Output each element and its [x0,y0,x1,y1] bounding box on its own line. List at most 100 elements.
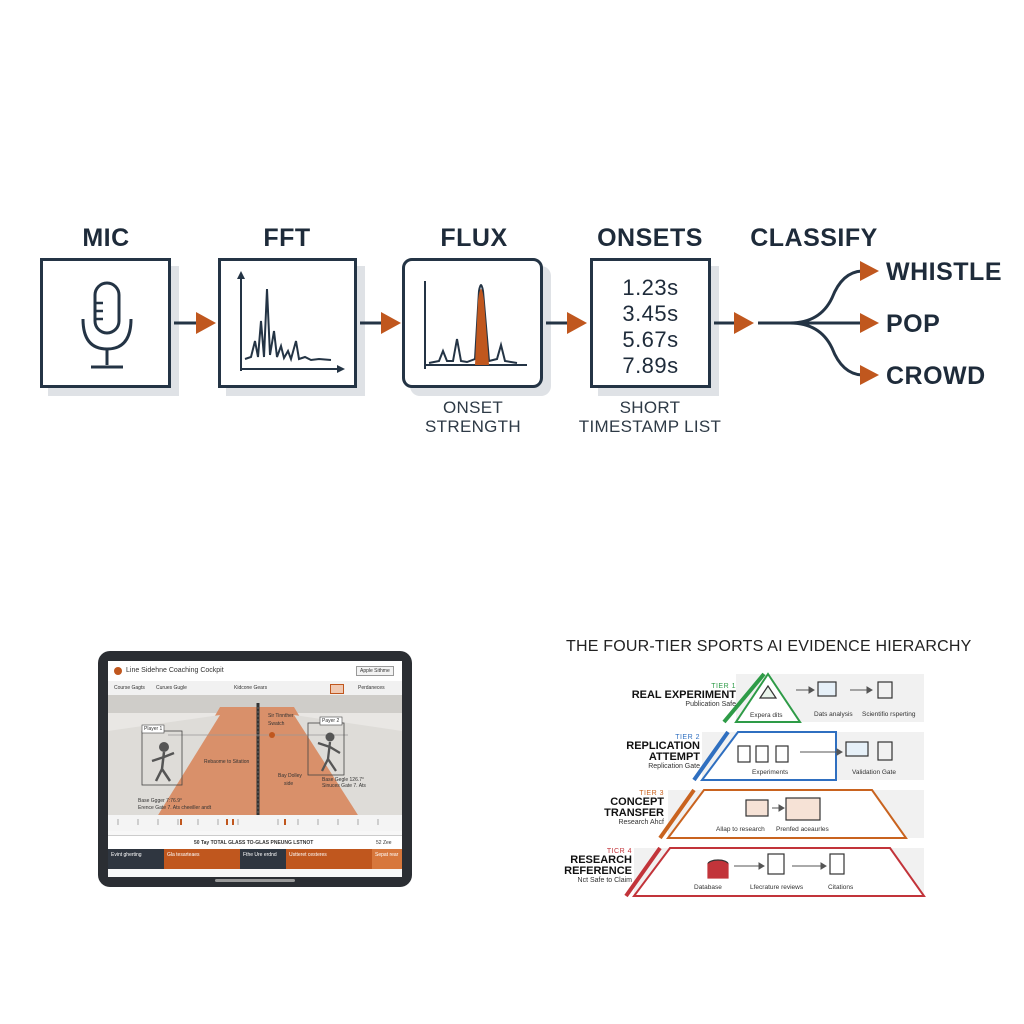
step-label: Allap to research [716,826,765,833]
chart-screen-icon [817,681,837,697]
papers-icon [767,853,785,875]
spectrum-plot-icon [237,271,345,373]
citation-icon [829,853,845,875]
network-icon [758,684,778,699]
player-1-label: Player 1 [144,726,163,732]
onsets-box: 1.23s 3.45s 5.67s 7.89s [590,258,711,388]
tier-3-label: TIER 3 CONCEPT TRANSFER Research Ahcf [566,790,664,826]
arrow-head-icon [734,312,754,334]
flux-caption: ONSET STRENGTH [373,398,573,436]
tier-name: ATTEMPT [648,751,700,763]
tier-subtitle: Replication Gate [648,763,700,770]
tier-name: TRANSFER [604,807,664,819]
court-note: Sir Tinnther [268,713,294,719]
tier-number: TIER 1 [711,683,736,690]
tier-2-label: TIER 2 REPLICATION ATTEMPT Replication G… [566,734,700,770]
tier-name: REFERENCE [564,865,632,877]
step-label: Expera dits [750,712,783,719]
app-title: Line Sidehne Coaching Cockpit [126,667,224,674]
video-toggle-icon[interactable] [330,684,344,694]
banner-right: 52 Zee [376,840,392,846]
step-label: Dats analysis [814,711,853,718]
apple-sithme-button[interactable]: Apple Sithme [356,666,394,676]
coaching-cockpit-screen: Line Sidehne Coaching Cockpit Apple Sith… [108,661,402,877]
player-2-stat: Base Gegle 126.7° [322,777,365,783]
evidence-pyramid [624,672,926,898]
checklist-icon [877,741,893,761]
footer-cell[interactable]: Fthe Ure erdnd [240,849,286,869]
footer-cell[interactable]: Evint gherting [108,849,164,869]
step-label: Lfecrature reviews [750,884,804,891]
toolbar-item[interactable]: Curues Gugle [156,685,187,691]
tier-name: REPLICATION [626,740,700,752]
step-label: Validation Gate [852,769,896,776]
app-header: Line Sidehne Coaching Cockpit Apple Sith… [108,661,402,682]
court-note: Bay Dolley [278,773,302,779]
footer-cell[interactable]: Sepat rear [372,849,402,869]
onset-curve-icon [424,281,527,369]
document-icon [755,745,769,763]
toolbar-item[interactable]: Perdaneces [358,685,385,691]
stage-title-fft: FFT [263,224,311,252]
player-2-stat: Sinuces Gate 7. Ats [322,783,366,789]
fft-box [218,258,357,388]
court-scene [108,695,402,831]
tier-name: REAL EXPERIMENT [631,689,736,701]
tier-number: TIER 2 [675,734,700,741]
timestamp: 5.67s [622,327,679,352]
player-1-stat: Base Ggger 7:76.9° [138,798,182,804]
flux-caption-line2: STRENGTH [425,417,521,436]
flux-box [402,258,543,388]
banner-text: 50 Tay TOTAL GLASS TO-GLAS PNEUNG LSTNOT [194,840,314,846]
mic-box [40,258,171,388]
pyramid-title: THE FOUR-TIER SPORTS AI EVIDENCE HIERARC… [566,638,972,655]
output-label-crowd: CROWD [886,362,986,390]
toolbar-item[interactable]: Course Gagts [114,685,145,691]
summary-banner: 50 Tay TOTAL GLASS TO-GLAS PNEUNG LSTNOT… [108,835,402,850]
player-2-label: Payer 2 [322,718,340,724]
footer-metrics: Evint gherting Gla tesarteaes Fthe Ure e… [108,849,402,869]
court-note: Swatch [268,721,285,727]
arrow-head-icon [860,365,879,385]
tablet-device: Line Sidehne Coaching Cockpit Apple Sith… [98,651,412,887]
court-note: side [284,781,294,787]
toolbar-item[interactable]: Kidcone Gears [234,685,268,691]
step-label: Experiments [752,769,789,776]
timestamp-list: 1.23s 3.45s 5.67s 7.89s [593,275,708,379]
step-label: Prenfed aceaurles [776,826,829,833]
stage-title-onsets: ONSETS [597,224,703,252]
arrow-head-icon [567,312,587,334]
onsets-caption-line2: TIMESTAMP LIST [578,417,722,436]
step-label: Scientifio rsperting [862,711,916,718]
tier-4-label: TICR 4 RESEARCH REFERENCE Nct Safe to Cl… [560,848,632,884]
screen-icon [845,741,869,757]
timestamp: 1.23s [622,275,679,300]
tier-name: RESEARCH [570,854,632,866]
output-label-pop: POP [886,310,941,338]
onsets-caption-line1: SHORT [619,398,681,417]
tier-subtitle: Nct Safe to Claim [577,877,632,884]
transfer-card-icon [745,799,769,817]
footer-cell[interactable]: Gla tesarteaes [164,849,240,869]
stage-title-classify: CLASSIFY [750,224,878,252]
timestamp: 3.45s [622,301,679,326]
home-indicator [215,879,295,882]
arrow-head-icon [196,312,216,334]
stage-title-flux: FLUX [440,224,508,252]
footer-cell[interactable]: Ustteret cesteres [286,849,372,869]
flux-caption-line1: ONSET [442,398,504,417]
toolbar: Course Gagts Curues Gugle Kidcone Gears … [108,681,402,696]
tier-subtitle: Publication Safe [685,701,736,708]
tier-subtitle: Research Ahcf [618,819,664,826]
lab-flask-icon [877,681,893,699]
tier-number: TICR 4 [606,848,632,855]
tier-1-label: TIER 1 REAL EXPERIMENT Publication Safe [600,683,736,708]
document-icon [737,745,751,763]
pipeline-connectors [174,261,879,385]
arrow-head-icon [860,313,879,333]
arrow-head-icon [381,312,401,334]
step-label: Database [694,884,722,891]
onsets-caption: SHORT TIMESTAMP LIST [550,398,750,436]
microphone-icon [81,281,133,369]
document-icon [775,745,789,763]
